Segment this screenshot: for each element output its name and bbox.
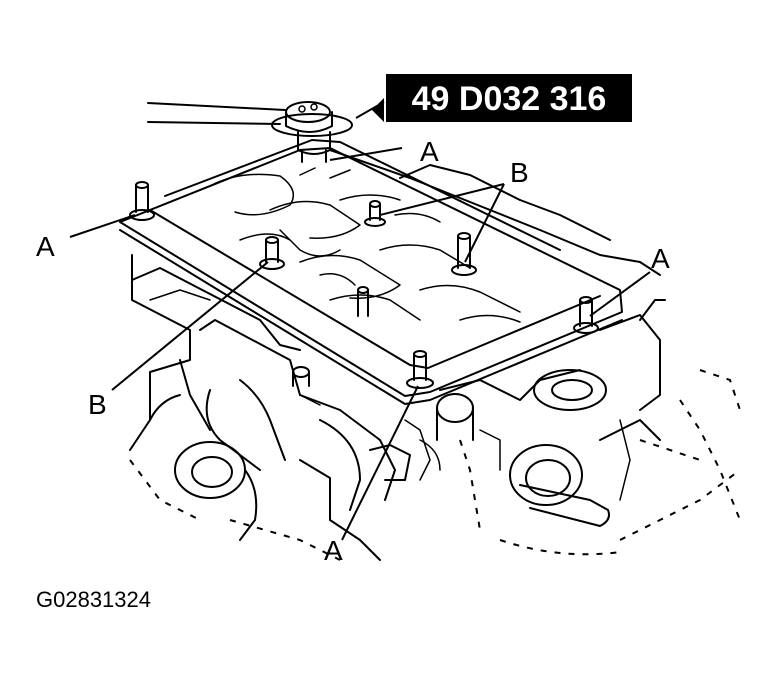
leader-b-top-1 xyxy=(379,183,505,216)
leader-b-left xyxy=(111,261,269,391)
tool-number-text: 49 D032 316 xyxy=(412,80,607,118)
callout-a-right: A xyxy=(651,243,670,274)
stud-left-a xyxy=(129,181,155,221)
leader-lines xyxy=(69,147,651,541)
leader-a-bottom xyxy=(341,385,419,541)
stud-bottom-a xyxy=(406,350,434,389)
callout-b-left: B xyxy=(88,389,107,420)
tool-number-label: 49 D032 316 xyxy=(355,74,632,122)
engine-block xyxy=(129,149,741,561)
stud-top-b xyxy=(364,200,386,227)
leader-a-top xyxy=(329,147,403,161)
upper-gasket-plate xyxy=(119,139,623,405)
special-tool xyxy=(147,101,353,163)
studs xyxy=(129,181,599,389)
leader-a-left xyxy=(69,214,136,238)
callout-a-left: A xyxy=(36,231,55,262)
figure-id: G02831324 xyxy=(36,587,151,612)
callout-b-top: B xyxy=(510,157,529,188)
callout-a-top: A xyxy=(420,136,439,167)
stud-right-b xyxy=(451,232,477,276)
stud-left-b xyxy=(259,236,285,270)
leader-a-right xyxy=(589,271,651,317)
leader-b-top-2 xyxy=(464,183,505,263)
callout-a-bottom: A xyxy=(324,535,343,566)
stud-right-a xyxy=(573,296,599,334)
stud-center xyxy=(357,286,369,317)
